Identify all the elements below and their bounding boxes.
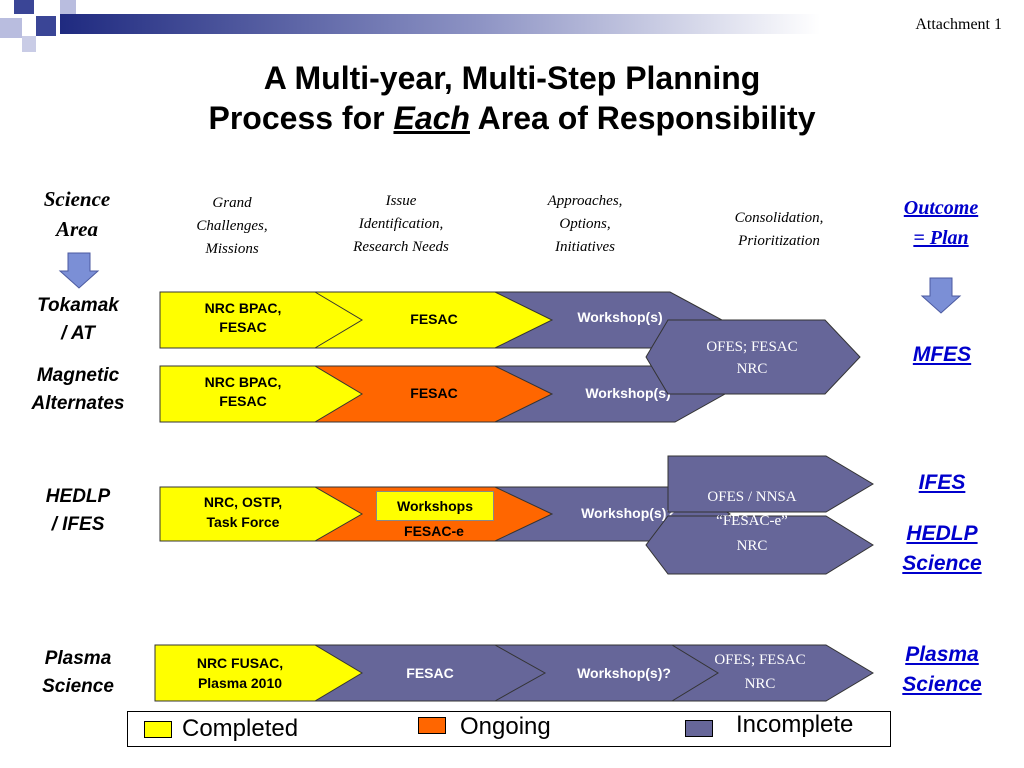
science-area-down-arrow — [58, 252, 100, 289]
row-label-line: / AT — [61, 323, 95, 344]
row-label-plasma-science: Plasma Science — [16, 645, 140, 701]
tokamak-step2-label: FESAC — [410, 311, 457, 327]
column-header-line: Consolidation, — [734, 210, 824, 226]
attachment-label: Attachment 1 — [915, 16, 1002, 33]
consolidation-2-line: “FESAC-e” — [716, 513, 788, 529]
result-line: Science — [902, 673, 982, 696]
outcome-line: Outcome — [903, 197, 979, 219]
corner-square — [60, 0, 76, 14]
row-label-line: Alternates — [31, 393, 125, 414]
corner-square — [36, 16, 56, 36]
legend: Completed Ongoing Incomplete — [127, 711, 891, 747]
row-label-line: Plasma — [44, 648, 112, 669]
corner-decoration — [0, 0, 820, 52]
column-header-grand-challenges: Grand Challenges, Missions — [172, 192, 292, 261]
plasma-step3-label: Workshop(s)? — [577, 665, 671, 681]
title-emphasis: Each — [393, 100, 470, 136]
column-header-issue-identification: Issue Identification, Research Needs — [326, 190, 476, 259]
title-line-1: A Multi-year, Multi-Step Planning — [263, 60, 761, 96]
plasma-nrc-arrow — [154, 644, 363, 702]
result-line: Plasma — [905, 643, 979, 666]
consolidation-3-line: NRC — [745, 676, 776, 692]
column-header-approaches: Approaches, Options, Initiatives — [525, 190, 645, 259]
result-line: HEDLP — [906, 522, 978, 545]
title-text: Area of Responsibility — [469, 100, 816, 136]
result-plasma-science[interactable]: Plasma Science — [884, 640, 1000, 700]
outcome-header[interactable]: Outcome = Plan — [886, 193, 996, 253]
tokamak-step3-label: Workshop(s) — [577, 309, 662, 325]
tokamak-step1-line: NRC BPAC, — [205, 300, 282, 316]
corner-square — [22, 36, 36, 52]
magnetic-step1-line: NRC BPAC, — [205, 374, 282, 390]
legend-label-incomplete: Incomplete — [736, 711, 854, 738]
corner-square — [0, 18, 22, 38]
column-header-line: Missions — [205, 241, 259, 257]
science-area-line: Area — [56, 217, 98, 241]
hedlp-nrc-arrow — [159, 486, 364, 542]
consolidation-1-arrow — [645, 319, 861, 395]
row-label-line: Science — [42, 676, 114, 697]
legend-swatch-incomplete — [685, 720, 713, 737]
header-gradient-bar — [60, 14, 820, 34]
result-line: Science — [902, 552, 982, 575]
magnetic-step2-label: FESAC — [410, 385, 457, 401]
science-area-header: Science Area — [22, 184, 132, 244]
science-area-line: Science — [43, 187, 111, 211]
result-hedlp-science[interactable]: HEDLP Science — [884, 519, 1000, 579]
title-text: Process for — [208, 100, 394, 136]
hedlp-step1-line: Task Force — [207, 514, 280, 530]
legend-swatch-ongoing — [418, 717, 446, 734]
outcome-line: = Plan — [913, 227, 969, 249]
outcome-down-arrow — [920, 277, 962, 314]
title-line-2: Process for Each Area of Responsibility — [0, 98, 1024, 138]
result-mfes[interactable]: MFES — [912, 343, 972, 366]
column-header-line: Issue — [385, 193, 417, 209]
hedlp-workshops-box: Workshops — [376, 491, 494, 521]
consolidation-2-line: NRC — [737, 538, 768, 554]
row-label-magnetic-alternates: Magnetic Alternates — [16, 362, 140, 418]
row-label-line: HEDLP — [45, 486, 111, 507]
row-label-hedlp: HEDLP / IFES — [16, 483, 140, 539]
hedlp-step1-line: NRC, OSTP, — [204, 494, 282, 510]
row-label-line: Magnetic — [36, 365, 120, 386]
column-header-line: Initiatives — [555, 239, 615, 255]
page-title: A Multi-year, Multi-Step Planning Proces… — [0, 58, 1024, 138]
column-header-line: Options, — [559, 216, 611, 232]
legend-swatch-completed — [144, 721, 172, 738]
row-label-line: Tokamak — [37, 295, 119, 316]
consolidation-1-line: NRC — [737, 361, 768, 377]
tokamak-fesac-arrow — [159, 291, 554, 349]
column-header-line: Identification, — [358, 216, 444, 232]
column-header-consolidation: Consolidation, Prioritization — [708, 207, 850, 253]
consolidation-2-upper-arrow — [667, 455, 874, 513]
column-header-line: Challenges, — [196, 218, 268, 234]
tokamak-step1-line: FESAC — [219, 319, 266, 335]
column-header-line: Grand — [212, 195, 252, 211]
legend-label-ongoing: Ongoing — [460, 713, 551, 740]
plasma-step1-line: Plasma 2010 — [198, 675, 282, 691]
tokamak-step-divider — [314, 291, 363, 349]
consolidation-2-lower-arrow — [645, 515, 874, 575]
row-label-line: / IFES — [51, 514, 105, 535]
plasma-step1-line: NRC FUSAC, — [197, 655, 283, 671]
row-label-tokamak: Tokamak / AT — [16, 292, 140, 348]
column-header-line: Research Needs — [353, 239, 449, 255]
consolidation-2-line: OFES / NNSA — [707, 489, 796, 505]
hedlp-step3-label: Workshop(s)? — [581, 505, 675, 521]
result-ifes[interactable]: IFES — [918, 471, 966, 494]
column-header-line: Approaches, — [547, 193, 623, 209]
plasma-step2-label: FESAC — [406, 665, 453, 681]
magnetic-step3-label: Workshop(s) — [585, 385, 670, 401]
column-header-line: Prioritization — [738, 233, 820, 249]
hedlp-step2-label: FESAC-e — [404, 523, 464, 539]
magnetic-step1-line: FESAC — [219, 393, 266, 409]
corner-square — [14, 0, 34, 14]
consolidation-1-line: OFES; FESAC — [706, 339, 797, 355]
consolidation-3-line: OFES; FESAC — [714, 652, 805, 668]
legend-label-completed: Completed — [182, 715, 299, 742]
magnetic-nrc-arrow — [159, 365, 363, 423]
